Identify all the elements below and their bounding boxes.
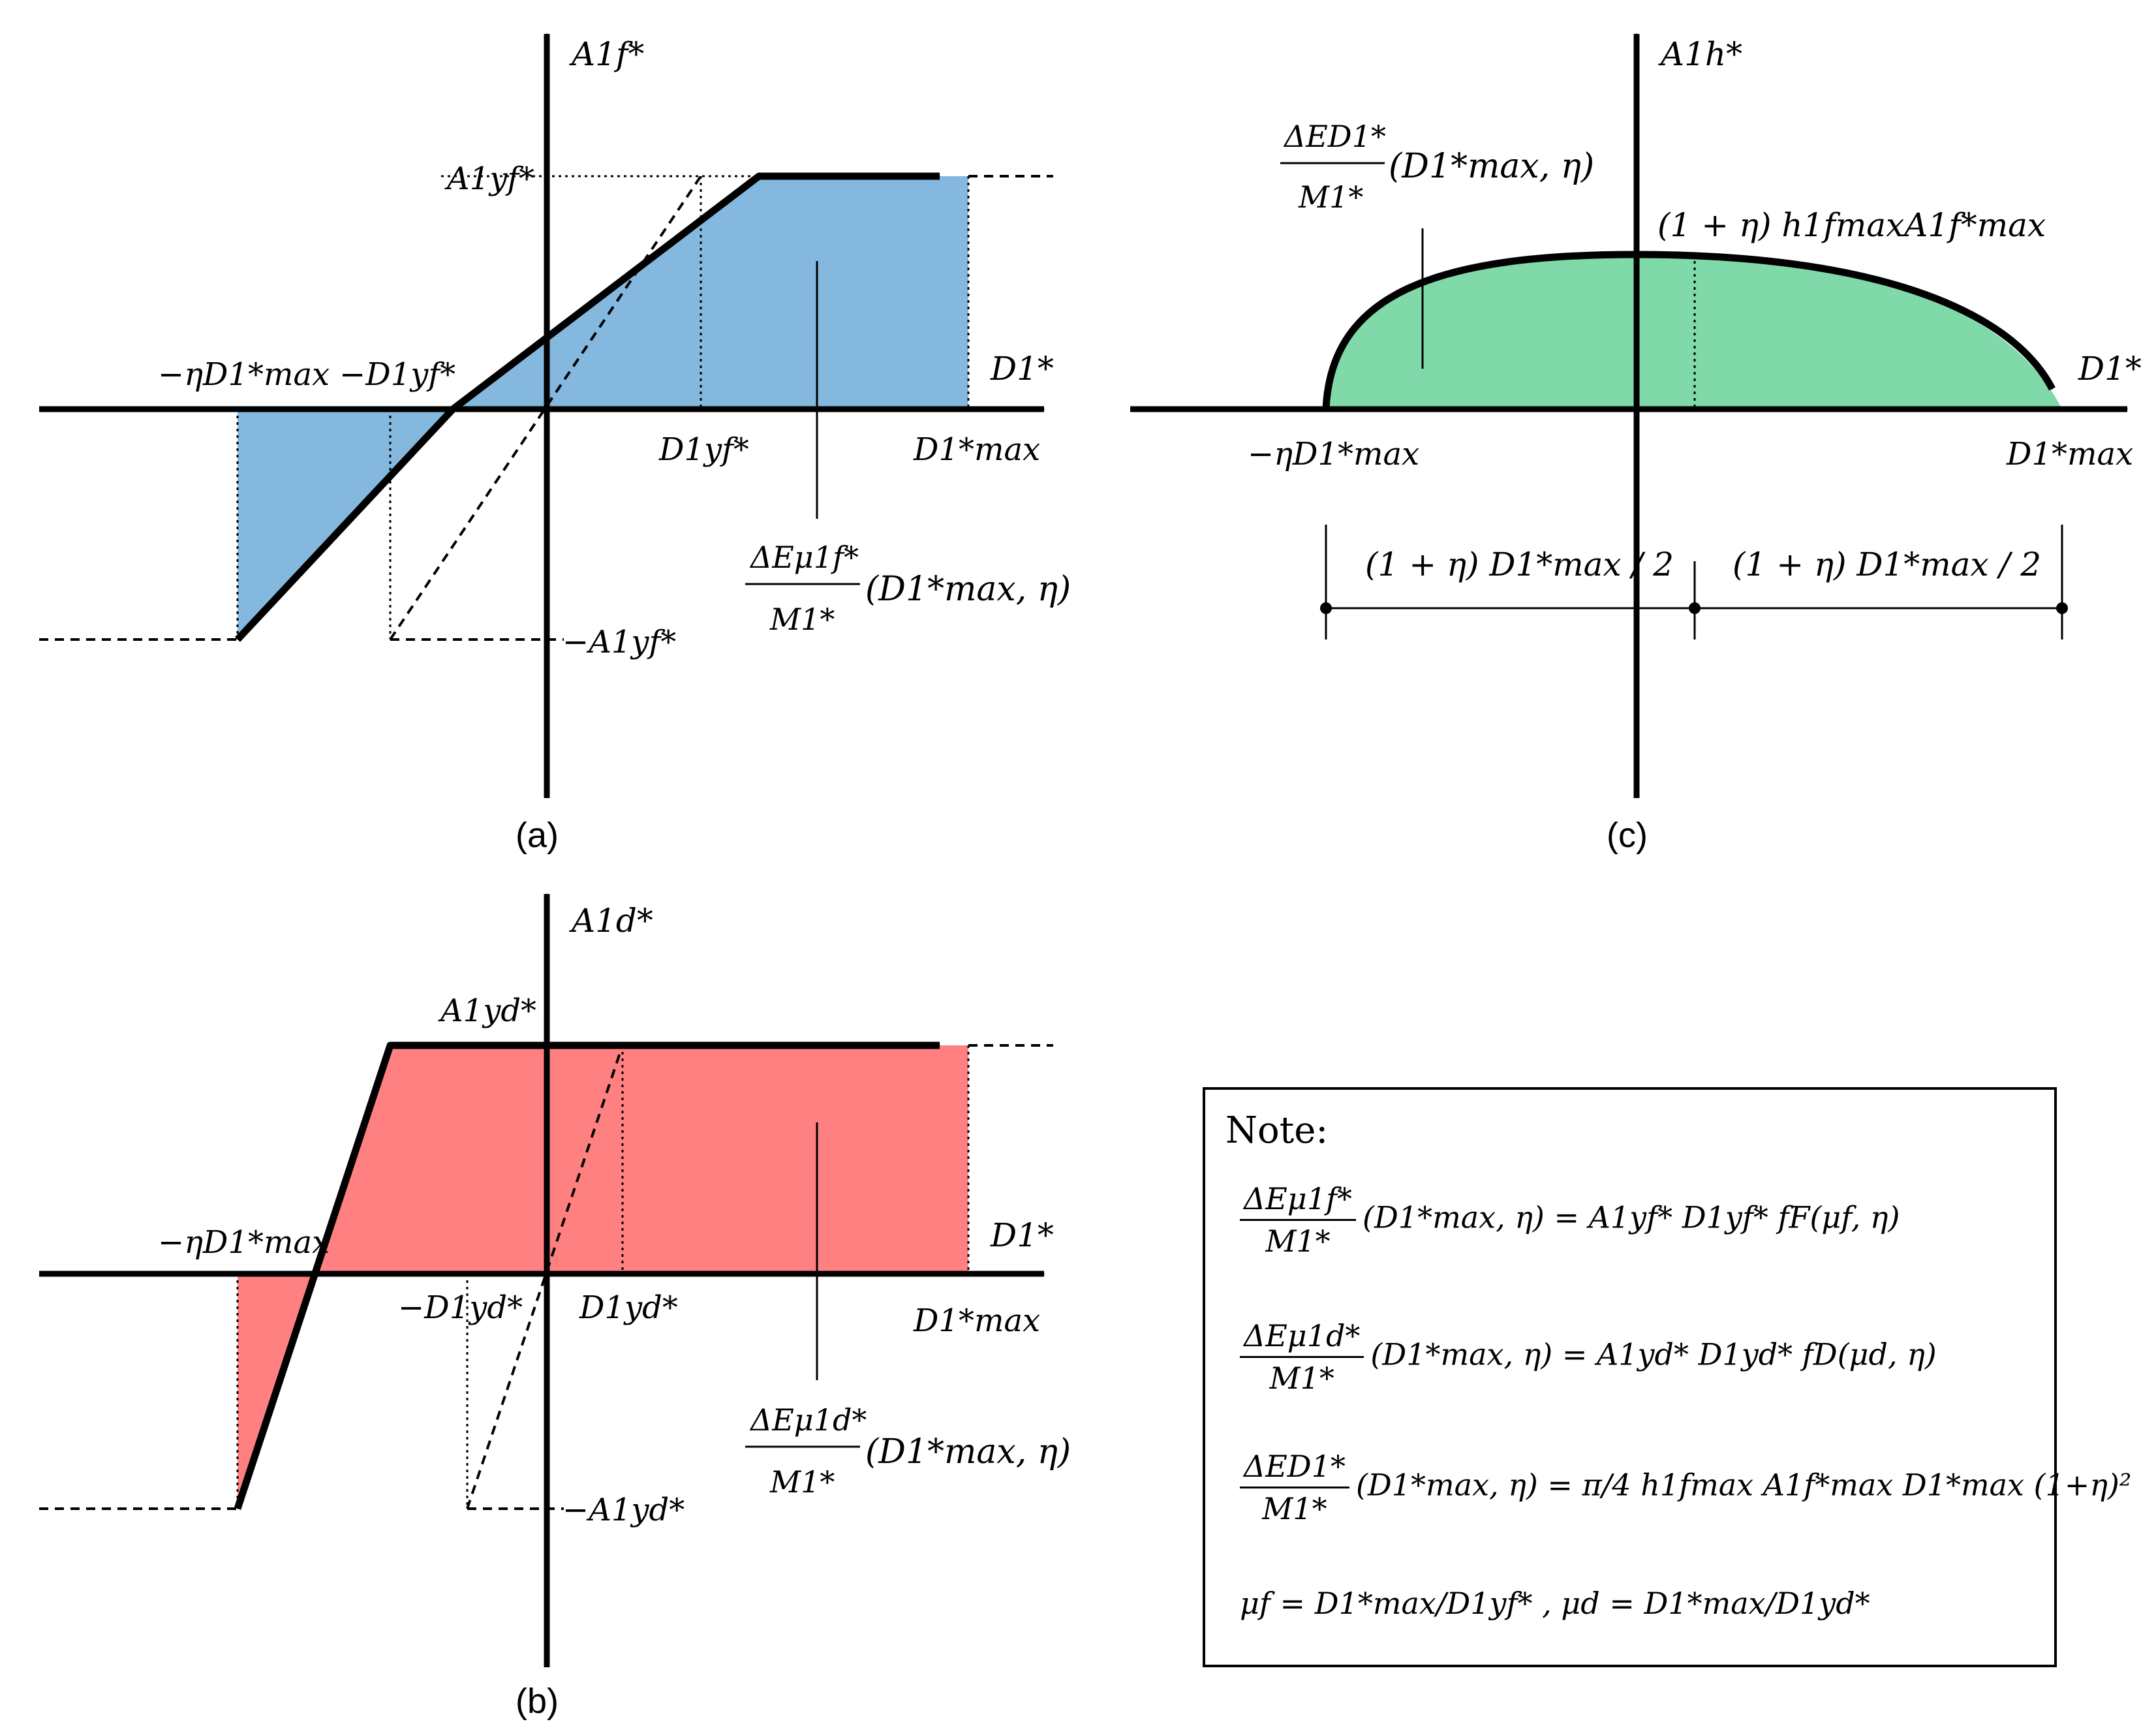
panel-c-dim-dot-mid: [1689, 602, 1701, 614]
panel-b-pos-yield-disp-label: D1yd*: [579, 1289, 678, 1326]
panel-a-x-axis-label: D1*: [990, 350, 1054, 388]
note-eq2-den: M1*: [1269, 1361, 1334, 1396]
panel-b-neg-max-disp-label: −ηD1*max: [158, 1224, 330, 1261]
panel-c-energy-den: M1*: [1298, 179, 1363, 215]
note-eq1-rhs: (D1*max, η) = A1yf* D1yf* fF(μf, η): [1363, 1199, 1900, 1235]
note-eq1-den: M1*: [1265, 1224, 1331, 1259]
panel-c-caption: (c): [1607, 816, 1648, 855]
note-equation-2: ΔEμ1d*M1* (D1*max, η) = A1yd* D1yd* fD(μd…: [1240, 1318, 1937, 1396]
panel-c-energy-area: [1326, 254, 2062, 409]
panel-a-energy-arg: (D1*max, η): [865, 570, 1071, 609]
panel-b-energy-arg: (D1*max, η): [865, 1432, 1071, 1472]
panel-b-neg-yield-disp-label: −D1yd*: [398, 1289, 523, 1326]
panel-b-max-disp-label: D1*max: [913, 1302, 1040, 1339]
panel-a-caption: (a): [516, 816, 559, 855]
panel-b-force-curve: [234, 1041, 941, 1510]
note-box: [1203, 1087, 2057, 1667]
panel-c-half-span-right: (1 + η) D1*max / 2: [1732, 546, 2041, 583]
panel-c-neg-max-disp-label: −ηD1*max: [1248, 436, 1419, 472]
panel-c-half-span-left: (1 + η) D1*max / 2: [1365, 546, 1674, 583]
panel-a-pos-force-label: A1yf*: [444, 161, 534, 197]
panel-a-energy-den: M1*: [769, 602, 835, 637]
panel-a-max-disp-label: D1*max: [913, 431, 1040, 468]
panel-b-guides: [236, 1045, 970, 1509]
panel-c-dim-dot-right: [2056, 602, 2068, 614]
panel-c-energy-arg: (D1*max, η): [1389, 147, 1594, 186]
panel-c-max-disp-label: D1*max: [2006, 436, 2133, 472]
panel-c: A1h* D1* (1 + η) h1fmaxA1f*max −ηD1*max …: [1130, 33, 2142, 855]
panel-b-neg-force-label: −A1yd*: [562, 1492, 685, 1528]
panel-a-neg-force-label: −A1yf*: [562, 624, 676, 660]
panel-b-pos-force-label: A1yd*: [438, 993, 536, 1029]
panel-b: A1d* D1* A1yd* −A1yd* D1yd* −D1yd* D1*ma…: [39, 893, 1071, 1721]
panel-b-x-axis-label: D1*: [990, 1216, 1054, 1254]
note-eq3-rhs: (D1*max, η) = π/4 h1fmax A1f*max D1*max …: [1355, 1467, 2132, 1503]
panel-b-energy-num: ΔEμ1d*: [749, 1402, 867, 1438]
note-eq3-num: ΔED1*: [1240, 1449, 1349, 1488]
note-equation-4: μf = D1*max/D1yf* , μd = D1*max/D1yd*: [1240, 1586, 1870, 1621]
panel-b-caption: (b): [516, 1682, 559, 1721]
panel-b-y-axis-label: A1d*: [569, 902, 653, 940]
note-equation-1: ΔEμ1f*M1* (D1*max, η) = A1yf* D1yf* fF(μf…: [1240, 1181, 1900, 1259]
panel-c-x-axis-label: D1*: [2078, 350, 2142, 388]
note-eq2-num: ΔEμ1d*: [1240, 1318, 1364, 1358]
panel-c-peak-label: (1 + η) h1fmaxA1f*max: [1657, 206, 2046, 244]
note-eq3-den: M1*: [1262, 1491, 1327, 1526]
note-eq1-num: ΔEμ1f*: [1240, 1181, 1356, 1221]
note-equation-3: ΔED1*M1* (D1*max, η) = π/4 h1fmax A1f*max…: [1240, 1449, 2131, 1526]
panel-a-dashed: [39, 175, 1053, 641]
panel-c-y-axis-label: A1h*: [1658, 35, 1742, 73]
panel-a: A1f* D1* A1yf* −A1yf* D1yf* −D1yf* D1*ma…: [39, 33, 1071, 855]
note-title: Note:: [1225, 1109, 1329, 1152]
panel-a-force-curve: [234, 172, 941, 642]
panel-a-energy-num: ΔEμ1f*: [749, 540, 859, 575]
panel-c-energy-num: ΔED1*: [1283, 119, 1386, 154]
panel-a-guides: [236, 175, 970, 640]
panel-c-dim-dot-left: [1320, 602, 1332, 614]
panel-a-neg-yield-disp-label: −D1yf*: [339, 356, 455, 393]
panel-b-energy-area: [238, 1045, 968, 1509]
panel-a-neg-max-disp-label: −ηD1*max: [158, 356, 330, 393]
panel-a-pos-yield-disp-label: D1yf*: [658, 431, 749, 468]
note-eq2-rhs: (D1*max, η) = A1yd* D1yd* fD(μd, η): [1370, 1336, 1937, 1372]
panel-a-y-axis-label: A1f*: [569, 35, 644, 73]
panel-b-energy-den: M1*: [769, 1464, 835, 1500]
